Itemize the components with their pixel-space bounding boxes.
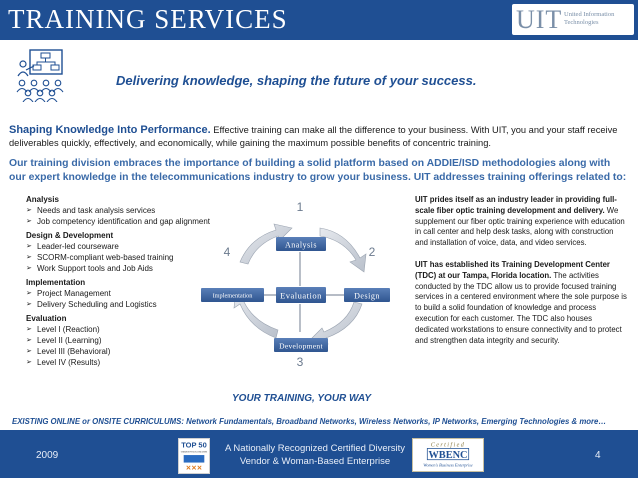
footer-bar: 2009 TOP 50 ORGANIZATIONS FOR MULTICULTU… bbox=[0, 430, 638, 478]
header-bar: TRAINING SERVICES UIT United Information… bbox=[0, 0, 638, 40]
page-number: 4 bbox=[595, 450, 601, 461]
group-evaluation: Evaluation Level I (Reaction) Level II (… bbox=[26, 313, 226, 368]
wbenc-subtitle: Women's Business Enterprise bbox=[423, 462, 473, 467]
top50-badge: TOP 50 ORGANIZATIONS FOR MULTICULTURAL B… bbox=[178, 438, 210, 474]
label-design: Design bbox=[354, 292, 380, 301]
top50-subtitle: ORGANIZATIONS FOR MULTICULTURAL BUSINESS bbox=[181, 450, 208, 453]
step-number-3: 3 bbox=[297, 355, 304, 369]
your-training-heading: YOUR TRAINING, YOUR WAY bbox=[232, 393, 372, 404]
group-title: Implementation bbox=[26, 278, 86, 287]
step-number-1: 1 bbox=[297, 200, 304, 214]
list-item: Project Management bbox=[26, 288, 226, 299]
existing-curriculums: EXISTING ONLINE or ONSITE CURRICULUMS: N… bbox=[12, 417, 607, 426]
addie-paragraph: Our training division embraces the impor… bbox=[9, 158, 627, 183]
wbenc-certified: Certified bbox=[431, 442, 465, 449]
box-analysis bbox=[276, 237, 326, 251]
wbenc-name: WBENC bbox=[428, 450, 467, 461]
list-item: Level IV (Results) bbox=[26, 357, 226, 368]
diversity-statement: A Nationally Recognized Certified Divers… bbox=[224, 443, 406, 467]
footer-year: 2009 bbox=[36, 450, 59, 461]
list-item: Level III (Behavioral) bbox=[26, 346, 226, 357]
list-item: SCORM-compliant web-based training bbox=[26, 252, 226, 263]
label-implementation: Implementation bbox=[213, 293, 254, 300]
box-design bbox=[344, 288, 390, 302]
list-item: Needs and task analysis services bbox=[26, 205, 226, 216]
group-title: Analysis bbox=[26, 195, 59, 204]
label-evaluation: Evaluation bbox=[280, 291, 322, 301]
offerings-list: Analysis Needs and task analysis service… bbox=[26, 194, 226, 371]
list-item: Job competency identification and gap al… bbox=[26, 216, 226, 227]
list-item: Leader-led courseware bbox=[26, 241, 226, 252]
paragraph-tdc: UIT has established its Training Develop… bbox=[415, 259, 627, 345]
intro-text: Effective training can make all the diff… bbox=[9, 125, 618, 148]
intro-paragraph: Shaping Knowledge Into Performance. Effe… bbox=[9, 124, 629, 150]
logo-mark: UIT bbox=[516, 5, 563, 34]
list-item: Work Support tools and Job Aids bbox=[26, 263, 226, 274]
group-title: Evaluation bbox=[26, 314, 67, 323]
page-title: TRAINING SERVICES bbox=[8, 4, 288, 34]
arrow-implementation-analysis bbox=[239, 223, 293, 265]
addie-diagram: 1 2 3 4 Analysis Design Evaluation Devel… bbox=[201, 200, 390, 369]
label-development: Development bbox=[279, 342, 323, 351]
list-item: Level II (Learning) bbox=[26, 335, 226, 346]
box-implementation bbox=[201, 288, 264, 302]
box-evaluation bbox=[276, 287, 326, 303]
box-development bbox=[274, 338, 328, 352]
group-implementation: Implementation Project Management Delive… bbox=[26, 277, 226, 310]
training-group-icon bbox=[16, 49, 64, 102]
logo-subtitle: United Information Technologies bbox=[564, 11, 615, 26]
group-title: Design & Development bbox=[26, 231, 114, 240]
list-item: Delivery Scheduling and Logistics bbox=[26, 299, 226, 310]
intro-lead: Shaping Knowledge Into Performance. bbox=[9, 124, 211, 136]
group-design-development: Design & Development Leader-led coursewa… bbox=[26, 230, 226, 274]
group-analysis: Analysis Needs and task analysis service… bbox=[26, 194, 226, 227]
connector-lines bbox=[264, 252, 344, 332]
wbenc-badge: Certified WBENC Women's Business Enterpr… bbox=[412, 438, 484, 472]
tagline: Delivering knowledge, shaping the future… bbox=[116, 73, 477, 88]
step-number-2: 2 bbox=[369, 245, 376, 259]
paragraph-industry-leader: UIT prides itself as an industry leader … bbox=[415, 195, 625, 248]
top50-title: TOP 50 bbox=[181, 441, 207, 450]
svg-text:✕✕✕: ✕✕✕ bbox=[186, 465, 203, 472]
uit-logo: UIT United Information Technologies bbox=[512, 4, 634, 35]
label-analysis: Analysis bbox=[285, 241, 317, 250]
right-column: UIT prides itself as an industry leader … bbox=[415, 195, 627, 357]
step-number-4: 4 bbox=[224, 245, 231, 259]
list-item: Level I (Reaction) bbox=[26, 324, 226, 335]
arrow-analysis-design bbox=[319, 227, 367, 273]
arrow-design-development bbox=[309, 301, 363, 345]
